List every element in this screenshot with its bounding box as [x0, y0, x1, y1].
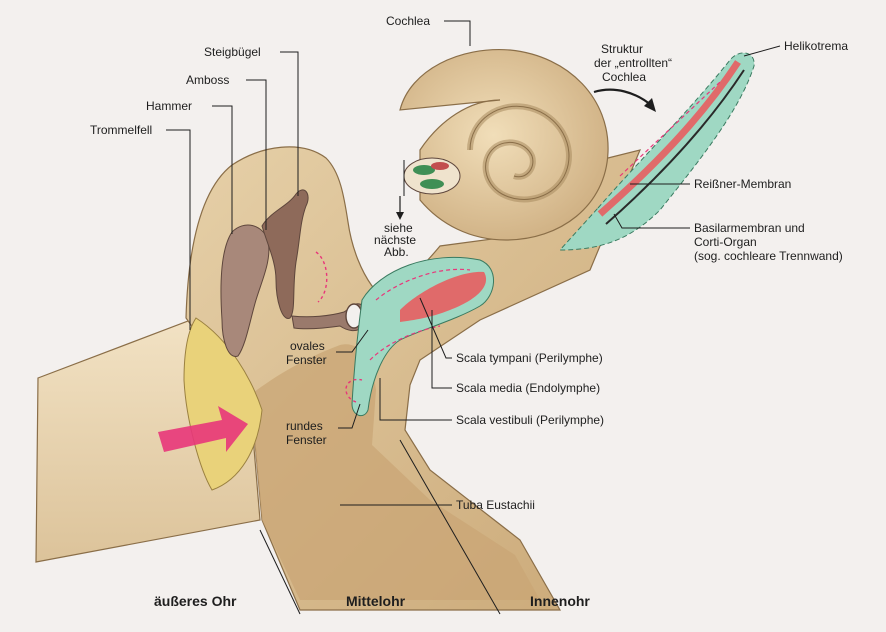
- inset-arrow-head: [396, 212, 404, 220]
- label-tuba: Tuba Eustachii: [456, 498, 535, 512]
- label-scala-vestibuli: Scala vestibuli (Perilymphe): [456, 413, 604, 427]
- section-inner-ear: Innenohr: [530, 593, 590, 609]
- label-hammer: Hammer: [146, 99, 192, 113]
- label-anvil: Amboss: [186, 73, 229, 87]
- label-round-window-line1: rundes: [286, 419, 323, 433]
- label-see-line3: Abb.: [384, 245, 409, 259]
- section-outer-ear: äußeres Ohr: [154, 593, 237, 609]
- cochlea-spiral: [400, 50, 608, 240]
- label-oval-window-line1: ovales: [290, 339, 325, 353]
- cochlea-cross-section: [404, 158, 460, 194]
- label-oval-window-line2: Fenster: [286, 353, 327, 367]
- label-reissner: Reißner-Membran: [694, 177, 791, 191]
- uncoil-arrow: [594, 90, 652, 106]
- label-basilar-line2: Corti-Organ: [694, 235, 757, 249]
- label-scala-tympani: Scala tympani (Perilymphe): [456, 351, 603, 365]
- label-helicotrema: Helikotrema: [784, 39, 848, 53]
- section-middle-ear: Mittelohr: [346, 593, 406, 609]
- label-structure-line2: der „entrollten“: [594, 56, 672, 70]
- label-scala-media: Scala media (Endolymphe): [456, 381, 600, 395]
- label-structure-line1: Struktur: [601, 42, 643, 56]
- label-basilar-line3: (sog. cochleare Trennwand): [694, 249, 843, 263]
- label-stirrup: Steigbügel: [204, 45, 261, 59]
- label-cochlea: Cochlea: [386, 14, 430, 28]
- label-eardrum: Trommelfell: [90, 123, 152, 137]
- label-structure-line3: Cochlea: [602, 70, 646, 84]
- label-basilar-line1: Basilarmembran und: [694, 221, 805, 235]
- label-round-window-line2: Fenster: [286, 433, 327, 447]
